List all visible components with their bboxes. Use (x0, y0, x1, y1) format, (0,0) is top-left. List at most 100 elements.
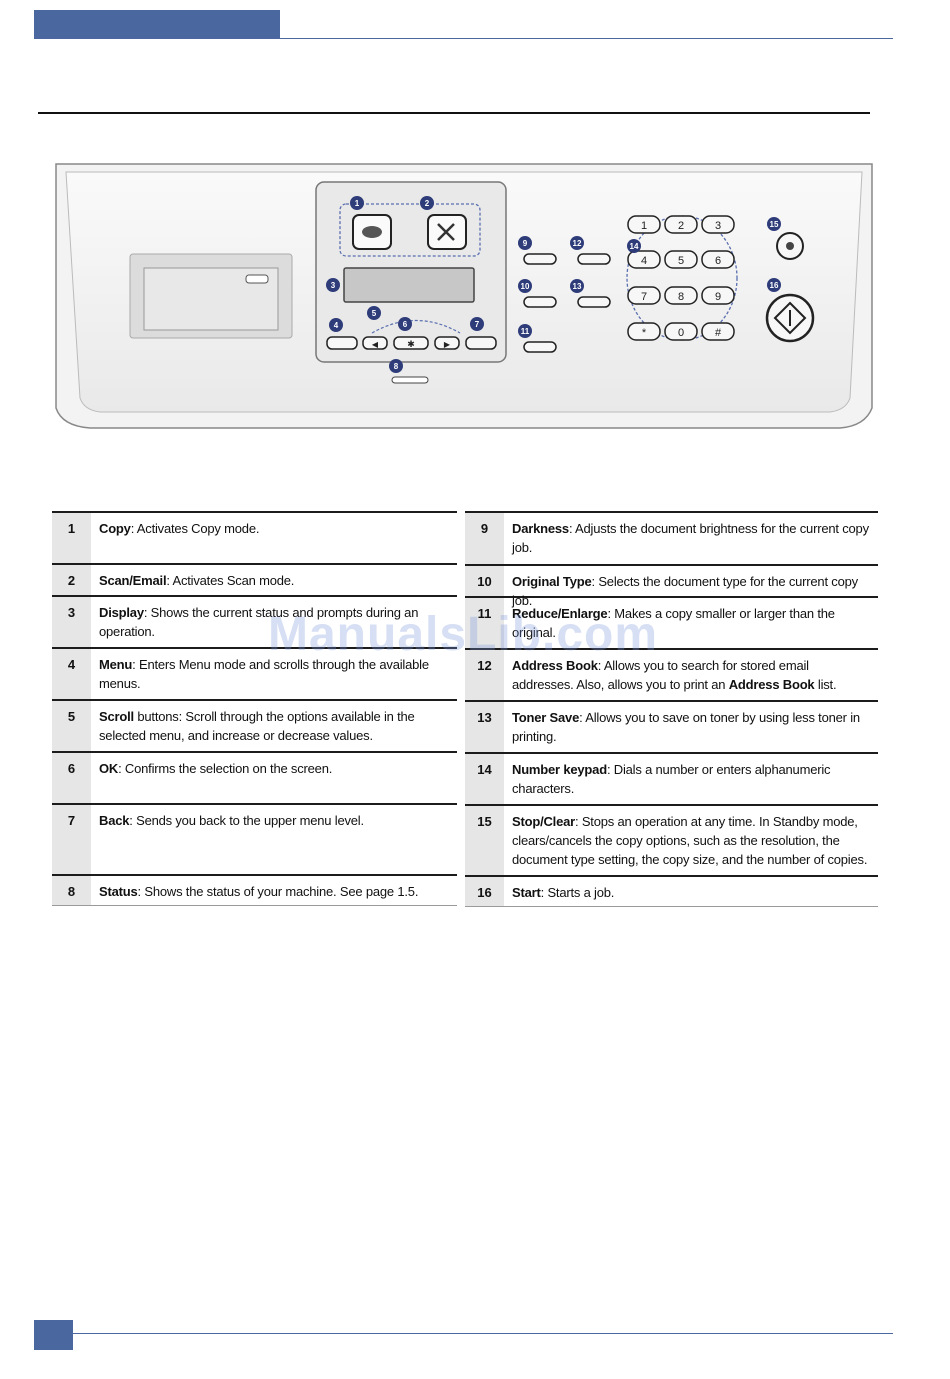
legend-row: 6 OK: Confirms the selection on the scree… (52, 751, 457, 803)
legend-description: Number keypad: Dials a number or enters … (504, 754, 878, 804)
legend-description: Address Book: Allows you to search for s… (504, 650, 878, 700)
legend-text: : Enters Menu mode and scrolls through t… (99, 657, 429, 691)
legend-description: Start: Starts a job. (504, 877, 878, 906)
legend-text: : Activates Scan mode. (166, 573, 295, 588)
svg-text:7: 7 (641, 291, 647, 303)
legend-text: list. (814, 677, 837, 692)
svg-text:8: 8 (394, 362, 399, 371)
svg-text:7: 7 (475, 320, 480, 329)
svg-text:5: 5 (372, 309, 377, 318)
legend-number: 5 (52, 701, 91, 751)
legend-number: 3 (52, 597, 91, 647)
legend-number: 1 (52, 513, 91, 563)
svg-text:15: 15 (770, 220, 779, 229)
svg-text:1: 1 (355, 199, 360, 208)
legend-text: : Shows the current status and prompts d… (99, 605, 419, 639)
svg-text:3: 3 (715, 220, 721, 232)
legend-description: Reduce/Enlarge: Makes a copy smaller or … (504, 598, 878, 648)
svg-text:6: 6 (403, 320, 408, 329)
header-rule (34, 38, 893, 39)
svg-text:9: 9 (715, 291, 721, 303)
legend-description: Menu: Enters Menu mode and scrolls throu… (91, 649, 457, 699)
footer-tab (34, 1320, 73, 1350)
legend-description: Stop/Clear: Stops an operation at any ti… (504, 806, 878, 875)
legend-term: Display (99, 605, 144, 620)
svg-text:4: 4 (334, 321, 339, 330)
legend-description: Status: Shows the status of your machine… (91, 876, 457, 905)
legend-text: : Allows you to save on toner by using l… (512, 710, 860, 744)
legend-text: : Confirms the selection on the screen. (118, 761, 333, 776)
legend-term: Reduce/Enlarge (512, 606, 608, 621)
legend-description: Scan/Email: Activates Scan mode. (91, 565, 457, 595)
svg-text:1: 1 (641, 220, 647, 232)
svg-text:13: 13 (573, 282, 582, 291)
legend-term: Address Book (512, 658, 598, 673)
legend-text: buttons: Scroll through the options avai… (99, 709, 415, 743)
legend-number: 2 (52, 565, 91, 595)
legend-row: 13 Toner Save: Allows you to save on tone… (465, 700, 878, 752)
legend-description: Back: Sends you back to the upper menu l… (91, 805, 457, 874)
legend-term: OK (99, 761, 119, 776)
legend-term: Start (512, 885, 541, 900)
legend-number: 12 (465, 650, 504, 700)
legend-number: 6 (52, 753, 91, 803)
svg-text:2: 2 (425, 199, 430, 208)
legend-number: 7 (52, 805, 91, 874)
legend-text: : Adjusts the document brightness for th… (512, 521, 869, 555)
svg-text:▶: ▶ (444, 340, 451, 349)
legend-number: 16 (465, 877, 504, 906)
svg-text:✱: ✱ (407, 339, 415, 349)
legend-term: Number keypad (512, 762, 607, 777)
legend-term: Scroll (99, 709, 134, 724)
svg-text:10: 10 (521, 282, 530, 291)
legend-term: Back (99, 813, 130, 828)
legend-term: Stop/Clear (512, 814, 576, 829)
legend-term: Address Book (728, 677, 815, 692)
svg-text:14: 14 (630, 242, 639, 251)
legend-text: : Selects the document type for the curr… (512, 574, 858, 608)
legend-term: Original Type (512, 574, 592, 589)
svg-text:5: 5 (678, 255, 684, 267)
legend-number: 15 (465, 806, 504, 875)
legend-term: Menu (99, 657, 133, 672)
legend-description: Display: Shows the current status and pr… (91, 597, 457, 647)
svg-text:2: 2 (678, 220, 684, 232)
legend-description: Darkness: Adjusts the document brightnes… (504, 513, 878, 564)
svg-text:0: 0 (678, 327, 684, 339)
legend-text: : Makes a copy smaller or larger than th… (512, 606, 835, 640)
control-panel-illustration: ◀ ✱ ▶ 1 2 3 4 5 6 7 8 9 * 0 # 1 2 3 4 5 … (55, 163, 873, 429)
svg-text:#: # (715, 327, 722, 339)
legend-number: 13 (465, 702, 504, 752)
legend-term: Scan/Email (99, 573, 167, 588)
legend-number: 8 (52, 876, 91, 905)
legend-term: Copy (99, 521, 131, 536)
legend-term: Darkness (512, 521, 569, 536)
legend-number: 11 (465, 598, 504, 648)
header-tab (34, 10, 280, 39)
svg-text:12: 12 (573, 239, 582, 248)
svg-text:3: 3 (331, 281, 336, 290)
legend-description: Scroll buttons: Scroll through the optio… (91, 701, 457, 751)
legend-description: Original Type: Selects the document type… (504, 566, 878, 608)
legend-text: : Sends you back to the upper menu level… (129, 813, 364, 828)
svg-text:8: 8 (678, 291, 684, 303)
legend-term: Status (99, 884, 138, 899)
section-divider (38, 112, 870, 114)
svg-text:*: * (642, 327, 647, 339)
svg-text:11: 11 (521, 327, 530, 336)
legend-term: Toner Save (512, 710, 580, 725)
svg-text:◀: ◀ (372, 340, 379, 349)
